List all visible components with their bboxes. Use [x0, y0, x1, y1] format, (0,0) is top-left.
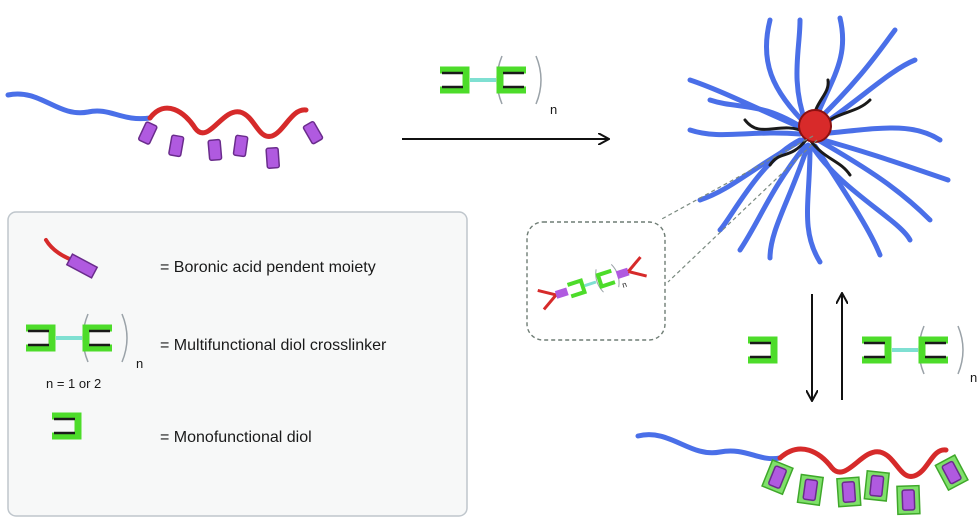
crosslink-zoom-inset: n: [526, 135, 818, 341]
capped-pendant-group: [761, 454, 969, 516]
monofunctional-diol-reagent: [748, 340, 774, 360]
repeat-n: n: [550, 102, 557, 117]
crosslinked-micelle: [687, 15, 951, 265]
legend-crosslinker-icon: n: [26, 314, 143, 371]
boronic-polymer-chain: [5, 91, 324, 170]
repeat-n-right: n: [970, 370, 977, 385]
legend-boronic-label: = Boronic acid pendent moiety: [160, 259, 376, 276]
inset-repeat-n: n: [621, 280, 628, 290]
equilibrium-arrows: [812, 294, 842, 400]
micelle-core: [798, 109, 832, 143]
diol-capped-polymer-chain: [635, 432, 969, 516]
legend-repeat-n: n: [136, 356, 143, 371]
crosslinker-reverse-reagent: n: [862, 326, 977, 385]
pendant-group: [137, 120, 324, 170]
legend-crosslinker-label: = Multifunctional diol crosslinker: [160, 337, 387, 354]
legend-panel: = Boronic acid pendent moiety n = Multif…: [7, 211, 468, 517]
legend-mono-label: = Monofunctional diol: [160, 429, 312, 446]
crosslinker-reagent: n: [440, 56, 557, 117]
legend-n-note: n = 1 or 2: [46, 376, 101, 391]
legend-boronic-icon: [44, 238, 99, 279]
